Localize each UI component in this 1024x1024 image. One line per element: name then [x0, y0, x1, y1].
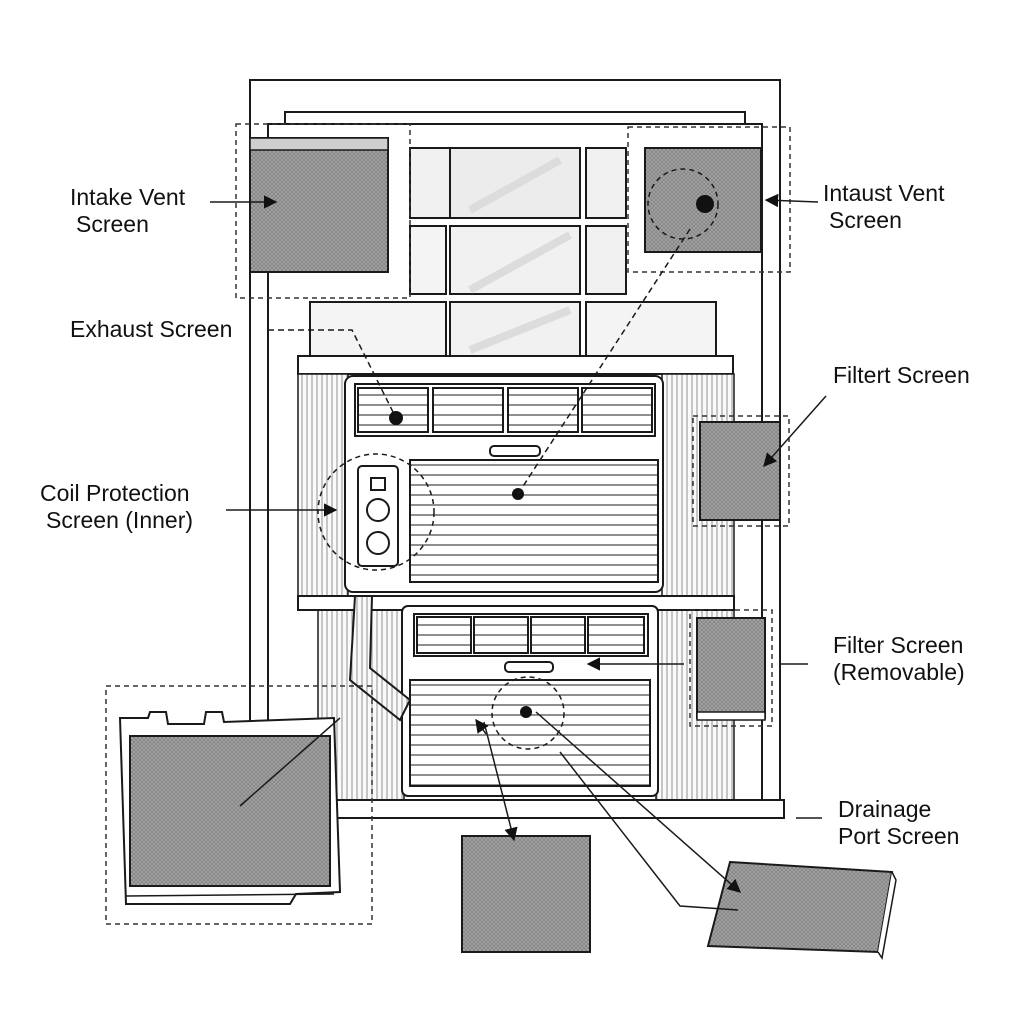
label-intake-vent-screen: Intake Vent Screen: [70, 184, 185, 238]
base-sill: [267, 799, 785, 819]
label-coil-protection-screen: Coil Protection Screen (Inner): [40, 480, 193, 534]
label-intaust-vent-screen: Intaust Vent Screen: [823, 180, 944, 234]
label-line: Filter Screen: [833, 632, 964, 658]
lower-ac-unit: [401, 605, 659, 797]
drainage-dot: [520, 706, 532, 718]
intaust-vent-screen: [627, 126, 791, 273]
drainage-highlight: [491, 676, 565, 750]
coil-protection-panel: [105, 685, 373, 925]
label-filtert-screen: Filtert Screen: [833, 362, 970, 389]
label-line: Intake Vent: [70, 184, 186, 210]
window-sill: [297, 355, 734, 375]
window-panes: [309, 147, 717, 357]
coil-protection-highlight: [317, 453, 435, 571]
intake-vent-screen: [235, 123, 411, 299]
label-line: Screen (Inner): [46, 507, 194, 533]
bottom-square-screen: [461, 835, 591, 953]
bottom-tilted-screen: [706, 860, 897, 960]
label-line: Drainage: [838, 796, 932, 822]
filter-screen-removable: [689, 609, 773, 727]
label-line: Coil Protection: [40, 480, 190, 506]
label-line: Filtert Screen: [833, 362, 970, 388]
label-line: Exhaust Screen: [70, 316, 233, 342]
label-line: Port Screen: [838, 823, 960, 849]
label-line: Screen: [76, 211, 149, 237]
filtert-screen: [692, 415, 790, 527]
label-exhaust-screen: Exhaust Screen: [70, 316, 232, 343]
label-filter-screen-removable: Filter Screen (Removable): [833, 632, 965, 686]
label-line: Screen: [829, 207, 902, 233]
label-drainage-port-screen: Drainage Port Screen: [838, 796, 959, 850]
label-line: (Removable): [833, 659, 965, 685]
drain-hose: [348, 595, 412, 722]
leader-lines: [210, 193, 827, 911]
upper-ac-unit: [344, 375, 664, 593]
label-line: Intaust Vent: [823, 180, 945, 206]
